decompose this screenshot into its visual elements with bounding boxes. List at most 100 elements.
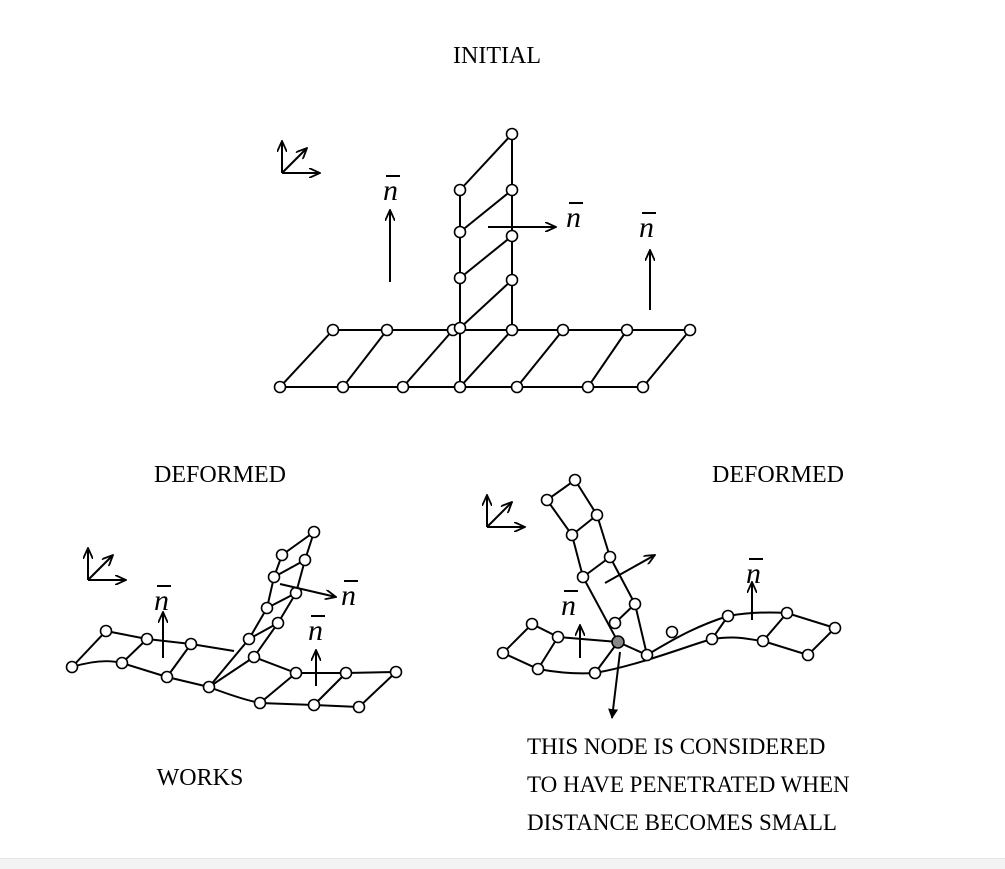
mesh-node	[453, 321, 467, 335]
mesh-node	[99, 624, 113, 638]
coordinate-axes-icon	[487, 495, 525, 527]
mesh-node	[275, 548, 289, 562]
mesh-edge	[459, 189, 513, 233]
svg-text:n: n	[561, 589, 576, 622]
axis-y	[281, 148, 307, 174]
mesh-node	[801, 648, 815, 662]
mesh-node	[505, 323, 519, 337]
mesh-node	[326, 323, 340, 337]
mesh-node	[828, 621, 842, 635]
mesh-edge	[259, 672, 297, 704]
mesh-edge	[279, 329, 334, 388]
mesh-node	[505, 183, 519, 197]
mesh-node	[339, 666, 353, 680]
mesh-edge	[166, 643, 192, 678]
mesh-node	[298, 553, 312, 567]
svg-text:n: n	[746, 557, 761, 590]
mesh-node	[505, 127, 519, 141]
mesh-node	[336, 380, 350, 394]
mesh-node	[540, 493, 554, 507]
mesh-node	[453, 183, 467, 197]
normal-label-4: n	[154, 584, 171, 617]
svg-text:n: n	[341, 579, 356, 612]
mesh-edge	[459, 235, 513, 279]
bottom-band	[0, 858, 1005, 869]
mesh-edge	[208, 531, 315, 688]
mesh-node	[608, 616, 622, 630]
caption-line-2: TO HAVE PENETRATED WHEN	[527, 772, 850, 797]
mesh-edge	[502, 622, 648, 656]
mesh-node	[525, 617, 539, 631]
mesh-node	[202, 680, 216, 694]
caption-line-3: DISTANCE BECOMES SMALL	[527, 810, 837, 835]
coordinate-axes-icon	[282, 141, 320, 173]
mesh-node	[496, 646, 510, 660]
mesh-node	[289, 666, 303, 680]
mesh-node	[780, 606, 794, 620]
mesh-node	[389, 665, 403, 679]
mesh-edge	[459, 133, 513, 191]
mesh-node	[590, 508, 604, 522]
title-deformed-works: DEFORMED	[154, 462, 286, 488]
normal-label-2: n	[566, 201, 583, 234]
deformed-mesh-works	[65, 525, 403, 714]
mesh-edge	[642, 329, 691, 388]
mesh-edge	[402, 329, 454, 388]
mesh-node	[505, 273, 519, 287]
mesh-edge	[105, 630, 235, 652]
title-deformed-penetrated: DEFORMED	[712, 462, 844, 488]
mesh-node	[628, 597, 642, 611]
axis-y	[486, 502, 512, 528]
mesh-node	[115, 656, 129, 670]
mesh-edge	[358, 671, 397, 708]
mesh-node	[184, 637, 198, 651]
mesh-edge	[587, 329, 628, 388]
mesh-node	[510, 380, 524, 394]
mesh-edge	[71, 630, 107, 668]
normal-label-3: n	[639, 211, 656, 244]
mesh-node	[267, 570, 281, 584]
mesh-node	[396, 380, 410, 394]
normal-label-1: n	[383, 174, 400, 207]
svg-text:n: n	[308, 614, 323, 647]
axis-y	[87, 555, 113, 581]
label-works: WORKS	[157, 765, 244, 791]
mesh-edge	[313, 672, 347, 706]
mesh-edge	[459, 279, 513, 329]
mesh-node	[65, 660, 79, 674]
mesh-node	[551, 630, 565, 644]
mesh-node	[307, 525, 321, 539]
mesh-node	[307, 698, 321, 712]
mesh-edge	[516, 329, 564, 388]
mesh-node	[588, 666, 602, 680]
caption-line-1: THIS NODE IS CONSIDERED	[527, 734, 825, 759]
mesh-node	[260, 601, 274, 615]
mesh-node	[581, 380, 595, 394]
mesh-node	[380, 323, 394, 337]
mesh-node	[683, 323, 697, 337]
mesh-node	[453, 271, 467, 285]
mesh-node	[453, 380, 467, 394]
mesh-node	[247, 650, 261, 664]
mesh-node	[640, 648, 654, 662]
mesh-edge	[502, 611, 837, 675]
mesh-node	[352, 700, 366, 714]
mesh-edge	[459, 329, 513, 388]
title-initial: INITIAL	[453, 43, 541, 69]
penetrated-node	[611, 635, 625, 649]
svg-text:n: n	[566, 201, 581, 234]
mesh-edge	[342, 329, 388, 388]
mesh-node	[556, 323, 570, 337]
mesh-node	[531, 662, 545, 676]
svg-text:n: n	[154, 584, 169, 617]
mesh-node	[721, 609, 735, 623]
mesh-node	[453, 225, 467, 239]
mesh-node	[636, 380, 650, 394]
mesh-node	[665, 625, 679, 639]
mesh-edge	[253, 656, 397, 674]
normal-label-6: n	[308, 614, 325, 647]
svg-text:n: n	[639, 211, 654, 244]
coordinate-axes-icon	[88, 548, 126, 580]
